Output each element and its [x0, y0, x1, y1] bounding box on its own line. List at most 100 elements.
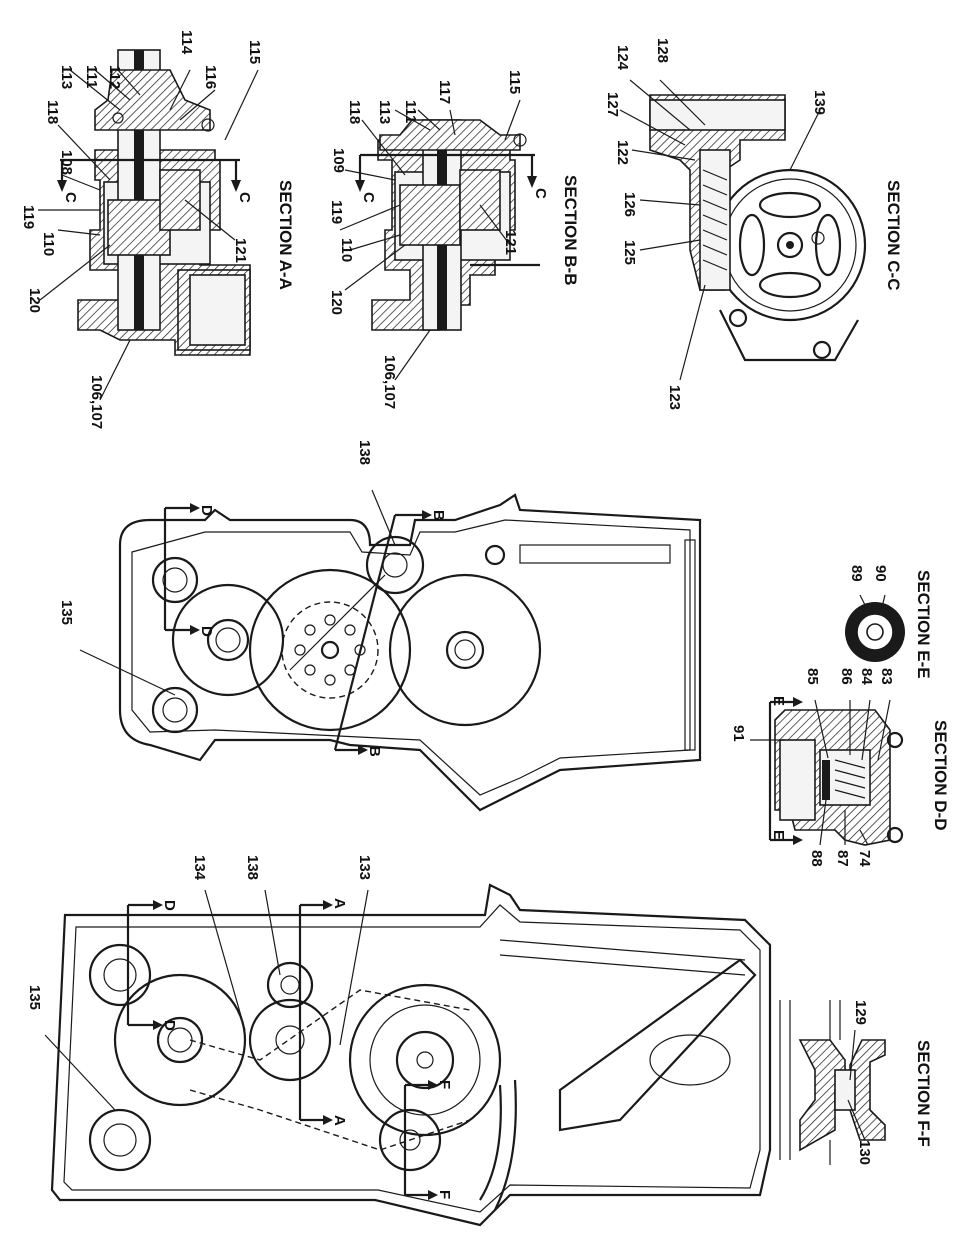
leaders-middle — [79, 489, 396, 696]
section-f-f: 129 130 SECTION F-F — [779, 1000, 933, 1165]
gear-block-a-face — [189, 274, 246, 346]
label-135-left: 135 — [26, 985, 43, 1010]
label-121-b: 121 — [502, 230, 519, 255]
label-114-a: 114 — [178, 30, 195, 55]
label-116-a: 116 — [202, 65, 219, 89]
caption-section-c-c: SECTION C-C — [884, 180, 903, 291]
bolt-d-1 — [886, 731, 904, 749]
left-gear-large — [348, 983, 502, 1137]
label-88-d: 88 — [808, 850, 825, 867]
label-74-d: 74 — [856, 850, 873, 867]
left-window — [649, 1034, 731, 1086]
label-86-d: 86 — [838, 668, 855, 685]
left-oil-path-1 — [189, 989, 471, 1061]
pump-plate-c — [649, 99, 786, 131]
leaders-e — [859, 594, 886, 616]
label-90-e: 90 — [872, 565, 889, 582]
left-rail-1 — [499, 939, 746, 961]
middle-gear-center — [248, 568, 412, 732]
left-gear-idler — [248, 998, 332, 1082]
cut-arrowhead-left-a — [57, 180, 67, 192]
label-122-c: 122 — [614, 140, 631, 165]
label-129-f: 129 — [852, 1000, 869, 1025]
label-118-a: 118 — [44, 100, 61, 124]
bolt-c-2 — [812, 340, 832, 360]
caption-section-a-a: SECTION A-A — [276, 180, 295, 290]
label-c-b-left: C — [360, 192, 377, 203]
label-135-middle: 135 — [58, 600, 75, 625]
left-gear-main-bore — [167, 1027, 193, 1053]
middle-boss-2-inner — [162, 697, 188, 723]
cut-arrowhead-f-left-bottom — [428, 1190, 438, 1200]
label-110-a: 110 — [40, 232, 57, 256]
label-128-c: 128 — [654, 38, 671, 63]
middle-gear-left-hub — [206, 618, 250, 662]
slot-c-3 — [738, 213, 766, 277]
middle-flange — [684, 539, 696, 751]
label-119-b: 119 — [328, 200, 345, 224]
label-106-107-a: 106,107 — [88, 375, 105, 429]
plunger-c — [699, 149, 731, 291]
left-gear-large-rim — [369, 1004, 481, 1116]
middle-housing-outline — [118, 493, 702, 812]
left-gearbox-view: 135 134 138 133 D D A A F F — [26, 855, 772, 1227]
middle-gear-bolts — [294, 614, 366, 686]
cut-arrowhead-right-a — [231, 180, 241, 192]
label-124-c: 124 — [614, 45, 631, 71]
label-138-left: 138 — [244, 855, 261, 880]
label-d-left-top: D — [161, 900, 178, 911]
label-126-c: 126 — [621, 192, 638, 217]
label-b-middle-bottom: B — [366, 746, 383, 757]
left-pipe — [479, 1084, 502, 1201]
label-138-middle: 138 — [356, 440, 373, 465]
label-139-c: 139 — [811, 90, 828, 115]
disc-e-bore — [866, 623, 884, 641]
middle-housing-inner — [131, 519, 691, 796]
label-b-middle-top: B — [430, 510, 447, 521]
label-115-a: 115 — [246, 40, 263, 64]
label-118-b: 118 — [346, 100, 363, 124]
hub-c-center — [786, 241, 794, 249]
leaders-a — [38, 69, 259, 401]
leaders-b — [339, 99, 521, 381]
label-e-bottom: E — [770, 830, 787, 840]
label-84-d: 84 — [858, 668, 875, 685]
label-130-f: 130 — [856, 1140, 873, 1165]
pin-c — [811, 231, 825, 245]
left-boss-bottom — [88, 1108, 152, 1172]
label-87-d: 87 — [834, 850, 851, 867]
spring-c — [702, 169, 728, 271]
cut-arrowhead-d-left-bottom — [153, 1020, 163, 1030]
cut-arrowhead-d-middle-bottom — [190, 625, 200, 635]
middle-gear-right-hub — [445, 630, 485, 670]
label-f-left-top: F — [436, 1080, 453, 1089]
label-123-c: 123 — [666, 385, 683, 410]
caption-section-b-b: SECTION B-B — [561, 175, 580, 286]
spring-d — [834, 759, 866, 799]
left-arm — [558, 958, 757, 1132]
cut-arrowhead-e-top — [793, 697, 803, 707]
label-f-left-bottom: F — [436, 1190, 453, 1199]
label-83-d: 83 — [878, 668, 895, 685]
plunger-f — [834, 1069, 856, 1111]
bolt-c-1 — [728, 308, 748, 328]
cut-arrowhead-left-b — [355, 180, 365, 192]
left-gear-bottom-hub — [399, 1129, 421, 1151]
gear-b — [459, 169, 501, 231]
label-a-left-bottom: A — [331, 1115, 348, 1126]
body-f-left — [798, 1039, 846, 1152]
label-113-a: 113 — [58, 65, 75, 89]
label-d-middle-top: D — [198, 505, 215, 516]
shaft-a-core — [134, 50, 144, 330]
plug-d — [779, 739, 816, 821]
caption-section-e-e: SECTION E-E — [914, 570, 933, 679]
label-125-c: 125 — [621, 240, 638, 265]
leaders-left — [44, 889, 369, 1111]
label-c-b-right: C — [532, 188, 549, 199]
label-127-c: 127 — [604, 92, 621, 117]
slot-c-2 — [758, 271, 822, 299]
left-gear-large-bore — [416, 1051, 434, 1069]
middle-gear-center-hub — [320, 640, 340, 660]
label-e-top: E — [770, 696, 787, 706]
